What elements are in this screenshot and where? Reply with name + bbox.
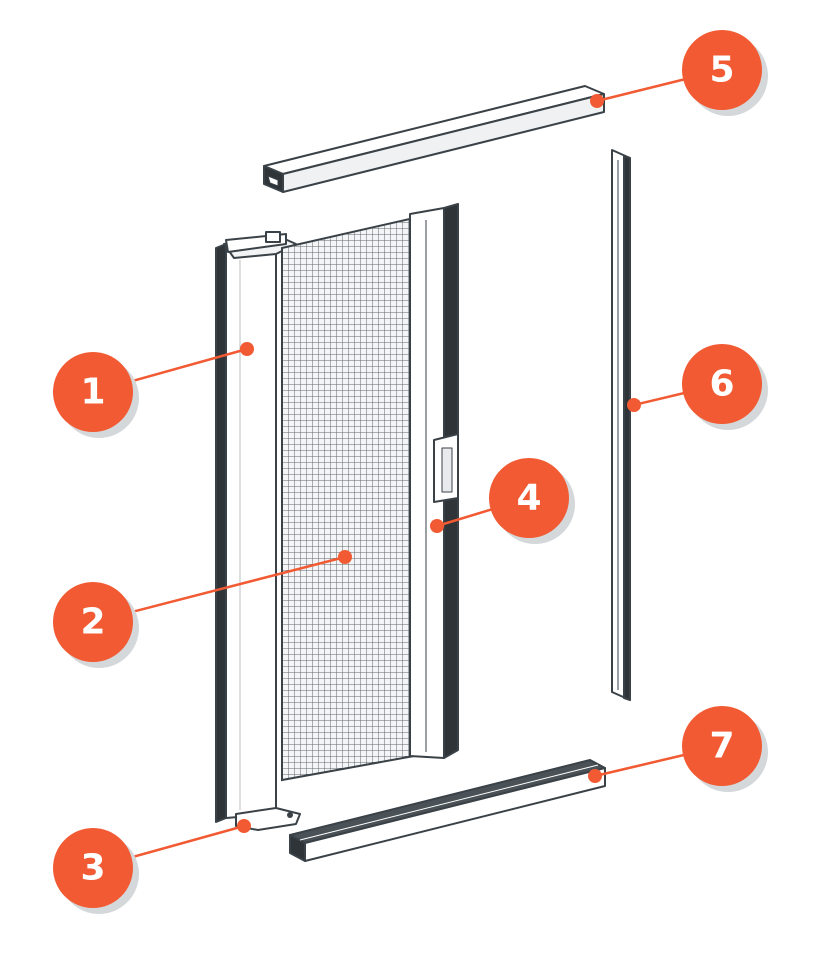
anchor-dot-4 [430,519,444,533]
side-rail [611,149,631,701]
anchor-dot-6 [627,398,641,412]
callout-label-6: 6 [709,364,734,405]
callout-badge-1: 1 [53,352,139,438]
callout-label-5: 5 [709,50,734,91]
callout-badge-4: 4 [489,458,575,544]
handle-bar [409,203,459,759]
anchor-dot-1 [240,342,254,356]
bottom-rail [289,759,606,862]
callout-badge-2: 2 [53,582,139,668]
callout-label-7: 7 [709,726,734,767]
callout-label-4: 4 [516,478,541,519]
roller-cassette [215,231,297,823]
callout-badge-6: 6 [682,344,768,430]
callout-badge-7: 7 [682,706,768,792]
callout-badge-5: 5 [682,30,768,116]
bottom-bracket [235,807,301,831]
callout-label-1: 1 [80,372,105,413]
callout-label-3: 3 [80,848,105,889]
anchor-dot-3 [237,819,251,833]
anchor-dot-5 [590,94,604,108]
anchor-dot-2 [338,550,352,564]
mesh-screen [281,216,415,782]
callout-label-2: 2 [80,602,105,643]
anchor-dot-7 [588,769,602,783]
anchor-dots [237,94,641,833]
top-rail [263,85,605,193]
callout-badge-3: 3 [53,828,139,914]
